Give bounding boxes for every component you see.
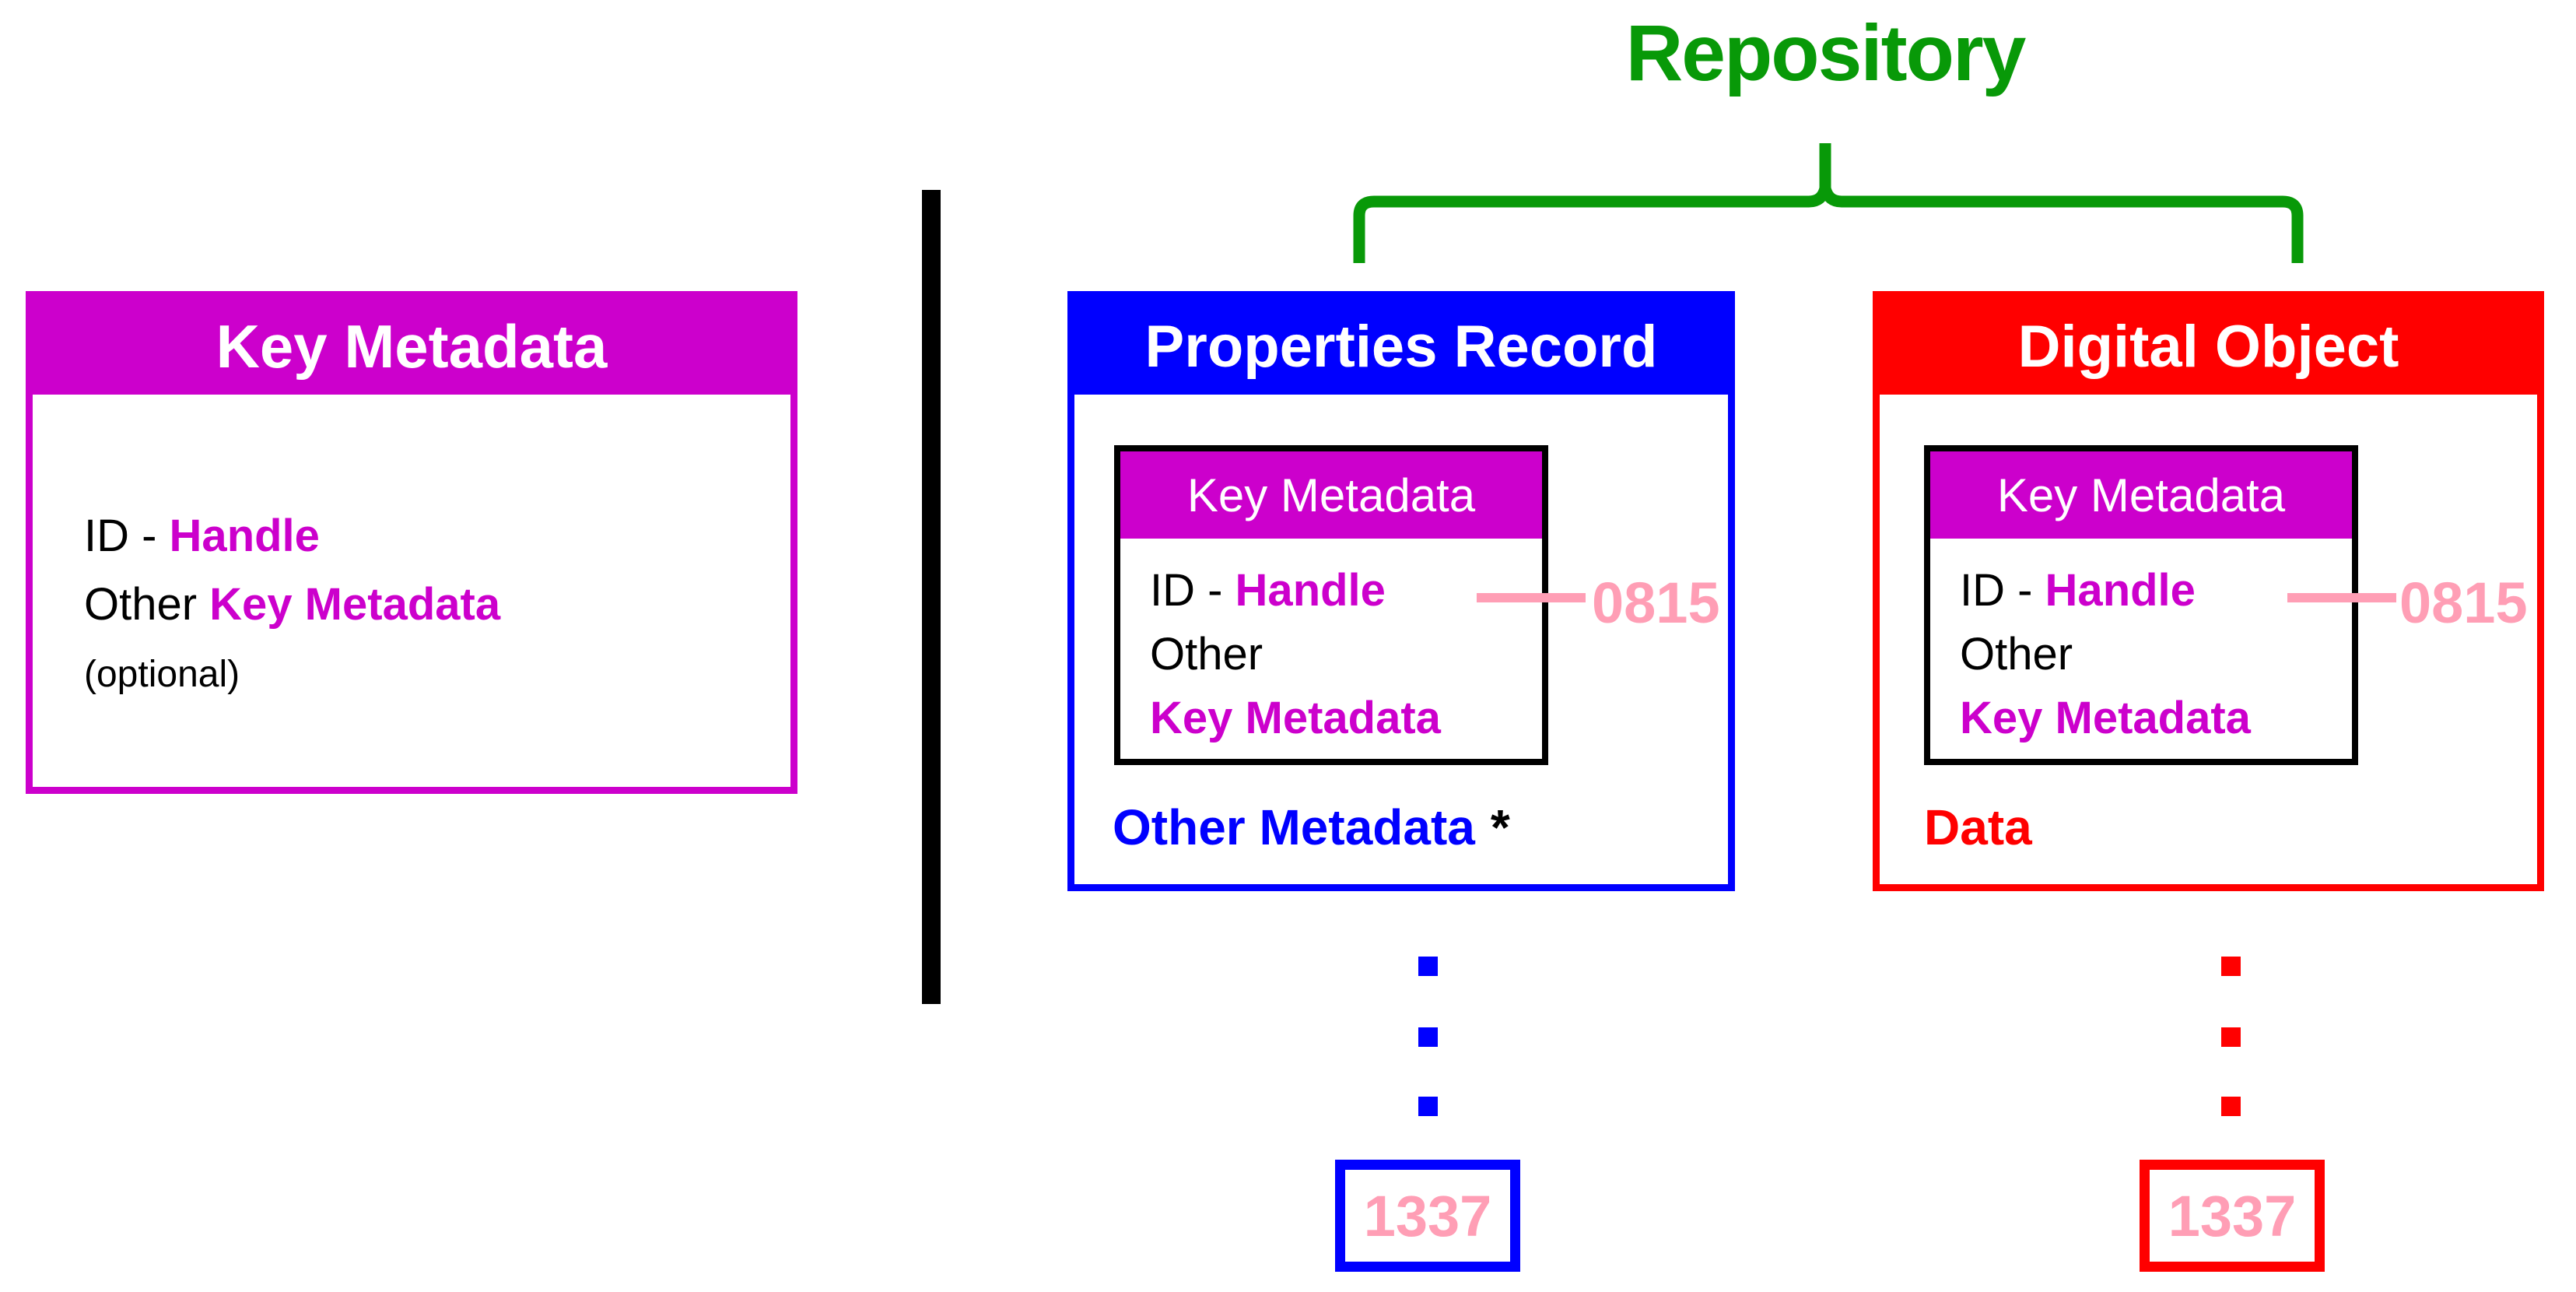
- divider-line: [922, 190, 941, 1004]
- digital-object-title: Digital Object: [1880, 298, 2537, 395]
- digital-ref-1337-box: 1337: [2140, 1160, 2325, 1272]
- properties-key-metadata-box: Key Metadata ID - Handle Other Key Metad…: [1114, 445, 1548, 765]
- key-metadata-box: Key Metadata ID - Handle Other Key Metad…: [26, 291, 797, 794]
- properties-handle-value: 0815: [1592, 571, 1720, 635]
- properties-key-metadata-body: ID - Handle Other Key Metadata: [1120, 539, 1542, 750]
- digital-key-metadata-header: Key Metadata: [1930, 451, 2352, 539]
- other-line: Other: [1960, 629, 2073, 679]
- ellipsis-dot-red: [2221, 1027, 2241, 1047]
- other-label: Other: [84, 579, 210, 630]
- id-label: ID -: [1960, 565, 2045, 616]
- other-line: Other: [1150, 629, 1263, 679]
- properties-ref-1337-box: 1337: [1335, 1160, 1520, 1272]
- properties-key-metadata-header: Key Metadata: [1120, 451, 1542, 539]
- digital-key-metadata-box: Key Metadata ID - Handle Other Key Metad…: [1924, 445, 2358, 765]
- other-key-metadata-line: Other Key Metadata: [84, 571, 790, 639]
- ellipsis-dot-blue: [1418, 957, 1438, 976]
- id-label: ID -: [1150, 565, 1235, 616]
- handle-label: Handle: [1235, 565, 1386, 616]
- ellipsis-dot-blue: [1418, 1027, 1438, 1047]
- handle-label: Handle: [169, 511, 320, 561]
- id-label: ID -: [84, 511, 170, 561]
- ellipsis-dot-red: [2221, 957, 2241, 976]
- key-metadata-line: Key Metadata: [1150, 693, 1441, 743]
- optional-note: (optional): [84, 654, 240, 695]
- digital-handle-value: 0815: [2399, 571, 2528, 635]
- key-metadata-box-header: Key Metadata: [33, 298, 790, 395]
- properties-handle-connector-line: [1477, 593, 1586, 602]
- digital-data-label: Data: [1924, 799, 2032, 855]
- key-metadata-line: Key Metadata: [1960, 693, 2251, 743]
- properties-other-metadata-label: Other Metadata *: [1113, 799, 1510, 856]
- repository-title: Repository: [1625, 9, 2027, 97]
- digital-key-metadata-body: ID - Handle Other Key Metadata: [1930, 539, 2352, 750]
- ellipsis-dot-blue: [1418, 1097, 1438, 1116]
- key-metadata-label: Key Metadata: [209, 579, 501, 630]
- repository-bracket-icon: [1353, 143, 2304, 263]
- ellipsis-dot-red: [2221, 1097, 2241, 1116]
- handle-label: Handle: [2045, 565, 2196, 616]
- other-metadata-text: Other Metadata: [1113, 799, 1475, 855]
- id-handle-line: ID - Handle: [84, 502, 790, 571]
- id-handle-line: ID - Handle: [1150, 559, 1542, 623]
- digital-handle-connector-line: [2287, 593, 2396, 602]
- properties-record-title: Properties Record: [1074, 298, 1728, 395]
- id-handle-line: ID - Handle: [1960, 559, 2352, 623]
- asterisk-note: *: [1490, 799, 1510, 855]
- key-metadata-box-body: ID - Handle Other Key Metadata (optional…: [33, 395, 790, 711]
